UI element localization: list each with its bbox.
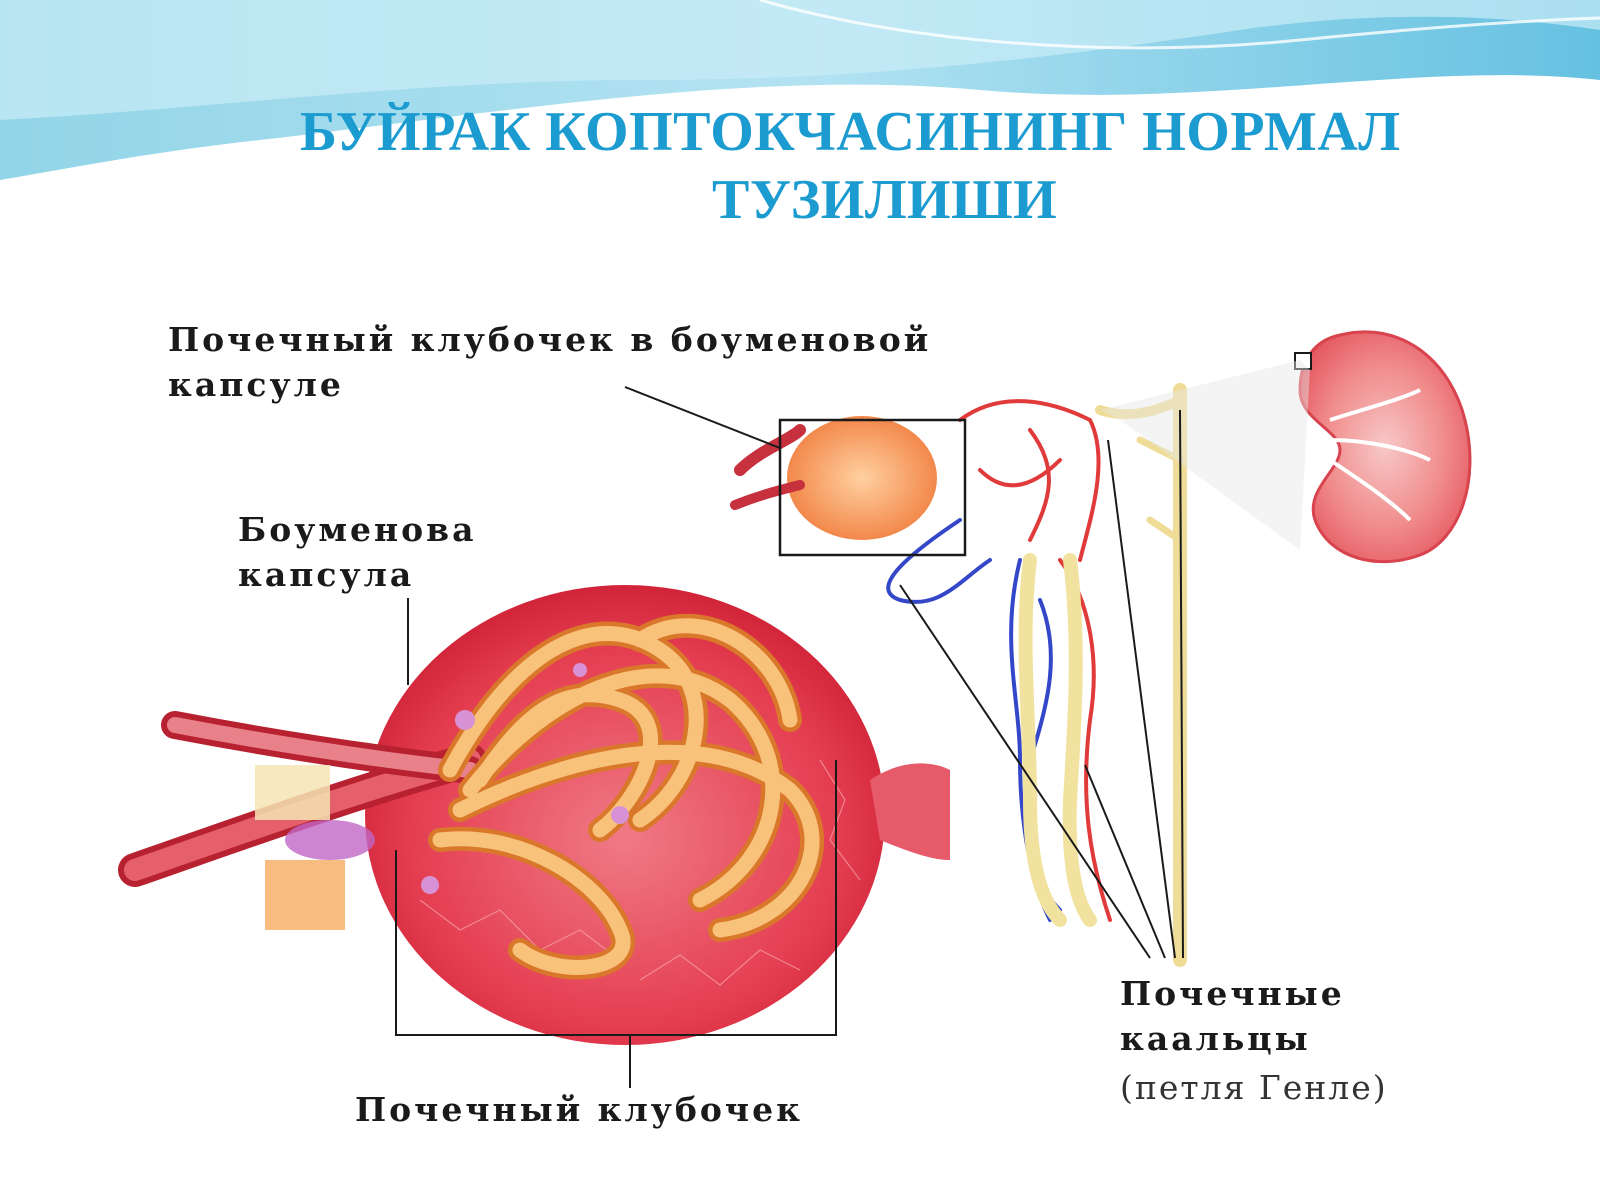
label-bowman-capsule: Боуменова капсула bbox=[238, 508, 476, 597]
label-glomerulus-in-capsule: Почечный клубочек в боуменовой капсуле bbox=[168, 318, 931, 407]
slide-title-line-1: БУЙРАК КОПТОКЧАСИНИНГ НОРМАЛ bbox=[300, 101, 1401, 163]
label-loop-of-henle: (петля Генле) bbox=[1120, 1068, 1388, 1107]
zoom-box bbox=[778, 418, 967, 557]
slide-title-line-2: ТУЗИЛИШИ bbox=[712, 169, 1058, 231]
label-glomerulus: Почечный клубочек bbox=[355, 1090, 803, 1129]
label-tubules-line-2: каальцы bbox=[1120, 1018, 1311, 1058]
kidney-projection bbox=[1100, 360, 1310, 550]
label-glomerulus-in-capsule-line-2: капсуле bbox=[168, 364, 344, 404]
label-bowman-capsule-line-2: капсула bbox=[238, 554, 415, 594]
label-tubules-line-1: Почечные bbox=[1120, 974, 1345, 1013]
glomerulus-small bbox=[730, 416, 937, 540]
leader-lines bbox=[395, 386, 1184, 1088]
label-tubules: Почечные каальцы bbox=[1120, 972, 1345, 1061]
label-glomerulus-in-capsule-line-1: Почечный клубочек в боуменовой bbox=[168, 320, 932, 359]
header-wave bbox=[0, 0, 1600, 180]
label-bowman-capsule-line-1: Боуменова bbox=[238, 510, 477, 549]
glomerulus-capillaries bbox=[421, 613, 825, 980]
kidney bbox=[1294, 330, 1472, 563]
afferent-arteriole bbox=[118, 711, 487, 930]
nephron bbox=[886, 383, 1187, 967]
